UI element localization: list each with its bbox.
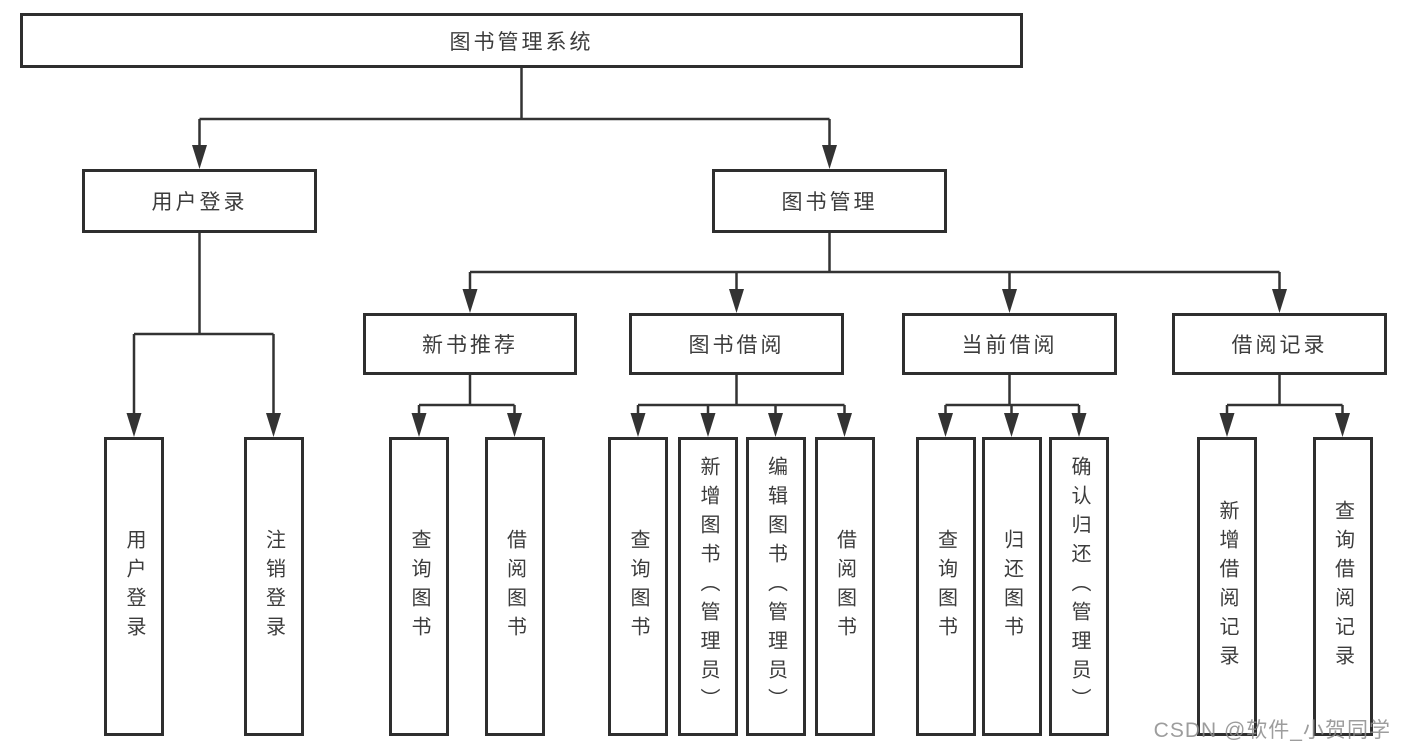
leaf-label: 注销登录 (262, 528, 285, 645)
leaf-label: 借阅图书 (503, 528, 526, 645)
arrowhead (1071, 413, 1087, 437)
arrowhead (1004, 413, 1019, 437)
arrowhead (837, 413, 852, 437)
leaf-label: 编辑图书（管理员） (764, 456, 787, 717)
arrowhead (266, 413, 281, 437)
csdn-watermark: CSDN @软件_小贺同学 (1153, 719, 1391, 742)
arrowhead (729, 289, 744, 313)
leaf-borrow-edit-books-admin: 编辑图书（管理员） (745, 437, 806, 736)
node-label: 图书管理系统 (449, 30, 594, 54)
arrowhead (630, 413, 646, 437)
arrowhead (1272, 289, 1287, 313)
node-new-book-recommend: 新书推荐 (363, 313, 577, 375)
node-book-management: 图书管理 (712, 169, 947, 233)
node-current-borrow: 当前借阅 (902, 313, 1117, 375)
leaf-borrow-borrow-books: 借阅图书 (814, 437, 875, 736)
node-label: 图书管理 (781, 191, 878, 214)
arrowhead (1335, 413, 1350, 437)
leaf-current-query-books: 查询图书 (915, 437, 976, 736)
arrowhead (1002, 289, 1017, 313)
leaf-current-confirm-return-admin: 确认归还（管理员） (1049, 437, 1109, 736)
arrowhead (126, 413, 142, 437)
leaf-records-query-record: 查询借阅记录 (1312, 437, 1373, 736)
leaf-borrow-add-books-admin: 新增图书（管理员） (678, 437, 738, 736)
leaf-records-add-record: 新增借阅记录 (1197, 437, 1257, 736)
arrowhead (822, 145, 837, 169)
node-book-borrow: 图书借阅 (629, 313, 844, 375)
arrowhead (192, 145, 207, 169)
arrowhead (938, 413, 953, 437)
node-library-management-system: 图书管理系统 (20, 13, 1023, 68)
leaf-label: 查询图书 (934, 528, 957, 645)
leaf-label: 借阅图书 (833, 528, 856, 645)
arrowhead (768, 413, 783, 437)
arrowhead (1219, 413, 1235, 437)
node-user-login-branch: 用户登录 (82, 169, 317, 233)
node-label: 当前借阅 (961, 334, 1058, 357)
leaf-label: 查询借阅记录 (1331, 499, 1354, 674)
arrowhead (411, 413, 427, 437)
arrowhead (507, 413, 522, 437)
arrowhead (700, 413, 716, 437)
leaf-logout: 注销登录 (243, 437, 304, 736)
leaf-label: 新增图书（管理员） (697, 456, 719, 717)
leaf-newbook-borrow-books: 借阅图书 (484, 437, 545, 736)
leaf-current-return-books: 归还图书 (981, 437, 1042, 736)
leaf-label: 确认归还（管理员） (1068, 456, 1090, 717)
leaf-user-login: 用户登录 (104, 437, 164, 736)
arrowhead (462, 289, 478, 313)
leaf-label: 查询图书 (627, 528, 649, 645)
leaf-label: 查询图书 (408, 528, 430, 645)
node-label: 图书借阅 (688, 334, 785, 357)
leaf-borrow-query-books: 查询图书 (608, 437, 668, 736)
node-label: 用户登录 (151, 191, 248, 214)
node-label: 新书推荐 (422, 334, 518, 357)
node-label: 借阅记录 (1231, 334, 1328, 357)
leaf-label: 用户登录 (123, 528, 145, 645)
leaf-label: 新增借阅记录 (1216, 499, 1238, 674)
leaf-newbook-query-books: 查询图书 (389, 437, 449, 736)
node-borrow-records: 借阅记录 (1172, 313, 1387, 375)
leaf-label: 归还图书 (1000, 528, 1023, 645)
